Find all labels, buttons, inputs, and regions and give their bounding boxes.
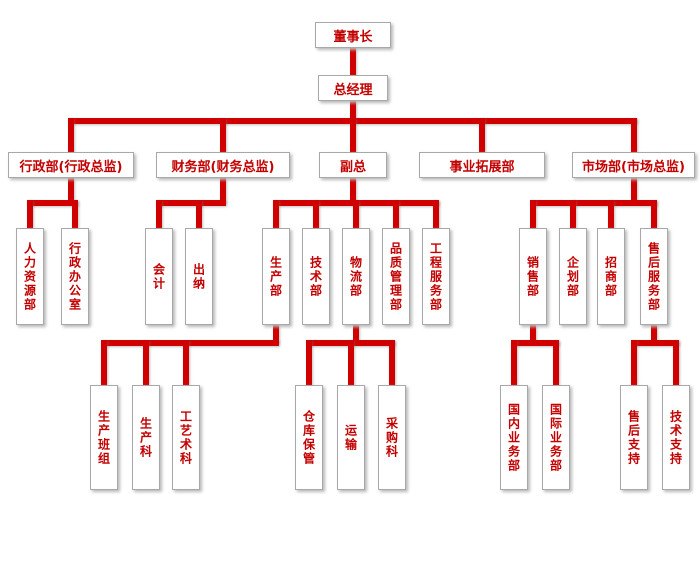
node-transport: 运输	[337, 385, 365, 490]
connector-drop-admin	[68, 118, 74, 152]
connector-line	[101, 340, 107, 385]
node-label: 仓库保管	[301, 409, 316, 466]
node-label: 企划部	[565, 255, 580, 298]
connector-line	[553, 340, 559, 385]
node-production-dept: 生产部	[262, 228, 290, 325]
connector-logistics-stem	[353, 325, 359, 343]
connector-line	[608, 200, 614, 228]
connector-line	[313, 200, 319, 228]
node-chairman: 董事长	[315, 22, 391, 48]
node-sales-dept: 销售部	[519, 228, 547, 325]
node-general-manager: 总经理	[318, 75, 388, 101]
connector-line	[27, 200, 33, 228]
node-aftersales-dept: 售后服务部	[640, 228, 668, 325]
node-label: 工程服务部	[428, 241, 443, 312]
connector-line	[348, 340, 354, 385]
connector-line	[673, 340, 679, 385]
node-label: 会计	[151, 262, 166, 291]
connector-aftersales-bar	[631, 340, 679, 346]
node-label: 售后服务部	[646, 241, 661, 312]
node-tech-dept: 技术部	[302, 228, 330, 325]
node-hr-dept: 人力资源部	[16, 228, 44, 325]
connector-sales-bar	[511, 340, 559, 346]
node-label: 采购科	[384, 416, 399, 459]
connector-aftersales-stem	[651, 325, 657, 343]
connector-line	[651, 200, 657, 228]
connector-production-bar	[101, 340, 279, 346]
connector-line	[183, 340, 189, 385]
connector-chairman-gm	[350, 48, 356, 76]
connector-line	[273, 200, 279, 228]
node-label: 生产部	[268, 255, 283, 298]
connector-line	[353, 200, 359, 228]
node-warehouse-keeping: 仓库保管	[295, 385, 323, 490]
node-label: 技术支持	[668, 409, 683, 466]
node-international-business-dept: 国际业务部	[542, 385, 570, 490]
node-accounting: 会计	[145, 228, 173, 325]
node-admin-dept: 行政部(行政总监)	[8, 152, 134, 178]
node-tech-support: 技术支持	[662, 385, 690, 490]
connector-admin-stem	[68, 178, 74, 203]
connector-line	[631, 340, 637, 385]
node-label: 生产班组	[96, 409, 111, 466]
node-production-section: 生产科	[132, 385, 160, 490]
connector-line	[143, 340, 149, 385]
node-label: 品质管理部	[388, 241, 403, 312]
node-label: 人力资源部	[22, 241, 37, 312]
node-label: 物流部	[348, 255, 363, 298]
connector-gm-stem	[350, 101, 356, 119]
node-admin-office: 行政办公室	[61, 228, 89, 325]
connector-line	[511, 340, 517, 385]
connector-line	[530, 200, 536, 228]
connector-admin-bar	[27, 200, 78, 206]
node-craft-section: 工艺术科	[172, 385, 200, 490]
connector-market-stem	[631, 178, 637, 203]
connector-drop-market	[631, 118, 637, 152]
connector-finance-stem	[220, 178, 226, 203]
connector-line	[306, 340, 312, 385]
node-engineering-service-dept: 工程服务部	[422, 228, 450, 325]
node-production-team: 生产班组	[90, 385, 118, 490]
node-merchants-dept: 招商部	[597, 228, 625, 325]
node-label: 运输	[343, 423, 358, 452]
connector-drop-deputy	[350, 118, 356, 152]
node-label: 技术部	[308, 255, 323, 298]
connector-finance-bar	[156, 200, 226, 206]
node-label: 售后支持	[626, 409, 641, 466]
connector-line	[389, 340, 395, 385]
connector-deputy-stem	[350, 178, 356, 203]
connector-line	[156, 200, 162, 228]
node-label: 出纳	[191, 262, 206, 291]
node-label: 国际业务部	[548, 402, 563, 473]
node-domestic-business-dept: 国内业务部	[500, 385, 528, 490]
node-deputy-gm: 副总	[319, 152, 387, 178]
node-label: 生产科	[138, 416, 153, 459]
node-finance-dept: 财务部(财务总监)	[156, 152, 290, 178]
node-purchasing-section: 采购科	[378, 385, 406, 490]
node-label: 国内业务部	[506, 402, 521, 473]
node-label: 行政办公室	[67, 241, 82, 312]
connector-market-bar	[530, 200, 657, 206]
node-cashier: 出纳	[185, 228, 213, 325]
node-market-dept: 市场部(市场总监)	[572, 152, 695, 178]
connector-line	[393, 200, 399, 228]
node-label: 销售部	[525, 255, 540, 298]
node-label: 招商部	[603, 255, 618, 298]
node-planning-dept: 企划部	[559, 228, 587, 325]
connector-sales-stem	[530, 325, 536, 343]
node-aftersales-support: 售后支持	[620, 385, 648, 490]
node-business-dev-dept: 事业拓展部	[419, 152, 545, 178]
connector-line	[433, 200, 439, 228]
connector-drop-bizdev	[479, 118, 485, 152]
connector-production-stem	[273, 325, 279, 343]
node-quality-dept: 品质管理部	[382, 228, 410, 325]
connector-line	[570, 200, 576, 228]
connector-drop-finance	[220, 118, 226, 152]
node-label: 工艺术科	[178, 409, 193, 466]
node-logistics-dept: 物流部	[342, 228, 370, 325]
connector-line	[72, 200, 78, 228]
connector-line	[196, 200, 202, 228]
